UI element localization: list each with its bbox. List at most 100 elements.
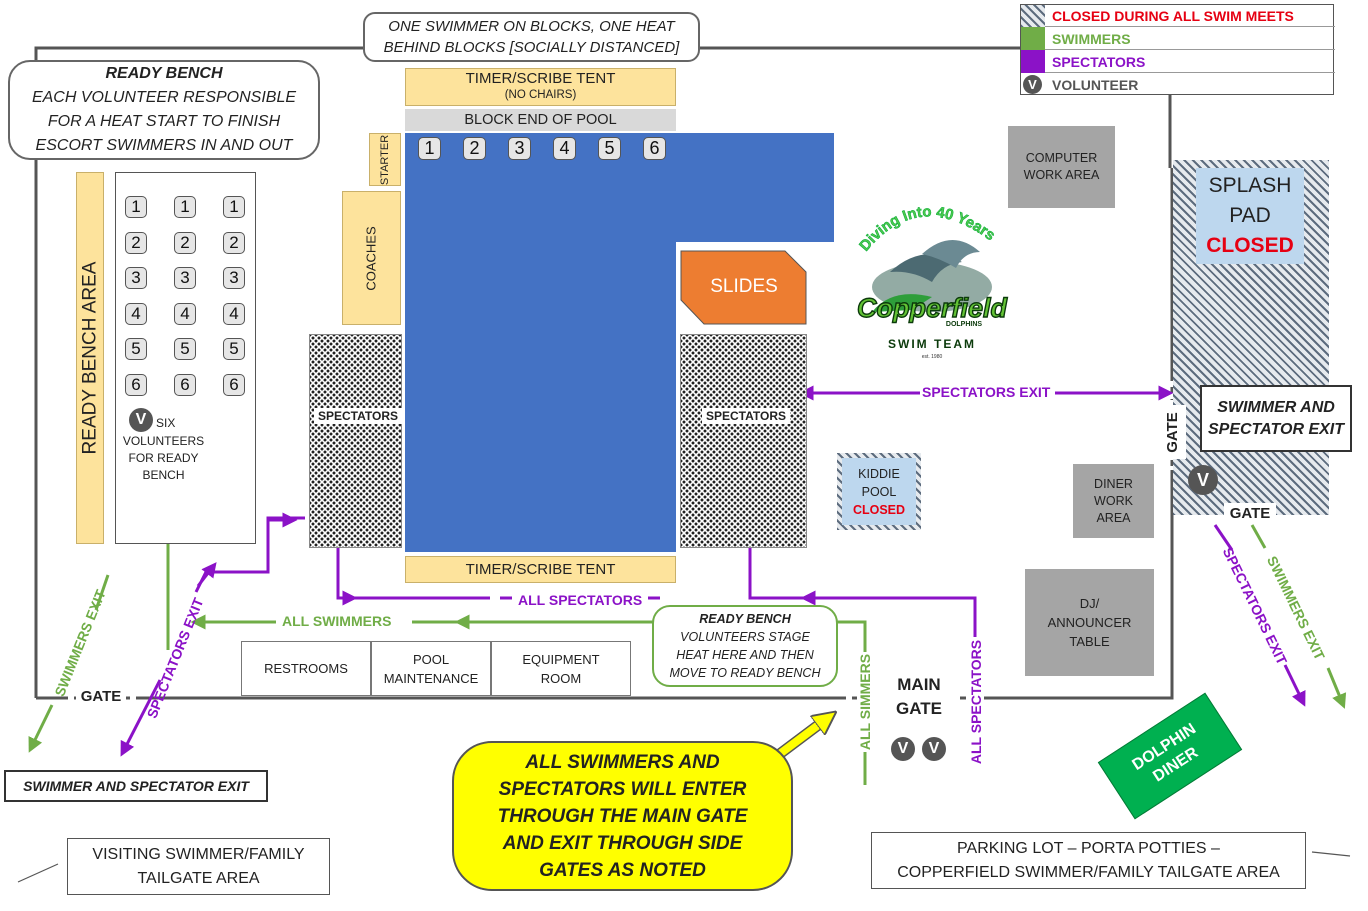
- bench-seat-1-1: 1: [125, 196, 147, 218]
- east-gate-label: GATE: [1158, 405, 1186, 459]
- legend-volunteer-label: VOLUNTEER: [1052, 77, 1139, 93]
- block-end-of-pool: BLOCK END OF POOL: [405, 109, 676, 131]
- diner-work-area: DINER WORK AREA: [1073, 464, 1154, 538]
- dj-line2: ANNOUNCER: [1047, 615, 1132, 630]
- ready-bench-area: READY BENCH AREA: [76, 172, 104, 544]
- kiddie-pool-line2: POOL: [861, 484, 897, 499]
- volunteer-note-line4: BENCH: [142, 468, 185, 482]
- lane-number-2: 2: [463, 137, 486, 160]
- kiddie-pool: KIDDIE POOL CLOSED: [842, 458, 916, 525]
- lane-number-1: 1: [418, 137, 441, 160]
- legend-spectators-label: SPECTATORS: [1052, 54, 1146, 70]
- splash-pad-closed: CLOSED: [1206, 234, 1294, 257]
- splash-pad-line1: SPLASH: [1208, 174, 1292, 197]
- ready-bench-callout: READY BENCH EACH VOLUNTEER RESPONSIBLE F…: [8, 60, 320, 160]
- volunteer-icon-main-gate-1: V: [891, 737, 915, 761]
- bench-seat-2-5: 5: [174, 338, 196, 360]
- volunteer-note: VOLUNTEERS FOR READY BENCH: [116, 433, 211, 484]
- spectators-left: [309, 334, 402, 548]
- all-spectators-vertical-label: ALL SPECTATORS: [968, 637, 984, 767]
- bench-seat-2-2: 2: [174, 231, 196, 254]
- all-spectators-label: ALL SPECTATORS: [512, 592, 649, 608]
- pool-maintenance-line2: MAINTENANCE: [383, 670, 479, 686]
- timer-tent-top: TIMER/SCRIBE TENT (NO CHAIRS): [405, 68, 676, 106]
- diner-line3: AREA: [1096, 510, 1131, 525]
- dj-announcer-table: DJ/ ANNOUNCER TABLE: [1025, 569, 1154, 676]
- stage-line1: VOLUNTEERS STAGE: [680, 630, 810, 644]
- lane-number-5: 5: [598, 137, 621, 160]
- legend-swimmers-swatch: [1021, 27, 1045, 50]
- spectators-left-label: SPECTATORS: [314, 408, 403, 424]
- volunteer-icon-main-gate-2: V: [922, 737, 946, 761]
- west-gate-label: GATE: [76, 686, 126, 706]
- stage-line3: MOVE TO READY BENCH: [669, 666, 821, 680]
- top-callout: ONE SWIMMER ON BLOCKS, ONE HEAT BEHIND B…: [363, 12, 700, 62]
- bench-seat-1-5: 5: [125, 338, 147, 360]
- swimmer-spectator-exit-left: SWIMMER AND SPECTATOR EXIT: [4, 770, 268, 802]
- splash-pad-line2: PAD: [1229, 204, 1271, 227]
- bench-seat-2-3: 3: [174, 267, 196, 289]
- main-gate-label: MAIN GATE: [880, 672, 958, 722]
- logo-arc-text: Diving Into 40 Years: [856, 203, 999, 255]
- ready-bench-callout-line1: EACH VOLUNTEER RESPONSIBLE: [31, 89, 297, 106]
- slides-label: SLIDES: [710, 276, 778, 297]
- note-line4: AND EXIT THROUGH SIDE: [502, 832, 743, 854]
- pool-maintenance: POOL MAINTENANCE: [371, 641, 491, 696]
- southeast-gate-label: GATE: [1224, 503, 1276, 523]
- restrooms: RESTROOMS: [241, 641, 371, 696]
- top-callout-line1: ONE SWIMMER ON BLOCKS, ONE HEAT: [388, 18, 675, 35]
- ready-bench-callout-line2: FOR A HEAT START TO FINISH: [47, 113, 281, 130]
- bench-seat-3-4: 4: [223, 302, 245, 325]
- kiddie-pool-line1: KIDDIE: [858, 466, 900, 481]
- note-line5: GATES AS NOTED: [539, 859, 706, 881]
- pool: [405, 133, 676, 552]
- dj-line1: DJ/: [1079, 596, 1100, 611]
- ready-bench-callout-title: READY BENCH: [105, 65, 223, 82]
- legend-volunteer-icon: V: [1023, 75, 1042, 94]
- coaches-label: COACHES: [364, 225, 380, 291]
- bench-seat-1-2: 2: [125, 231, 147, 254]
- computer-line2: WORK AREA: [1023, 168, 1100, 182]
- visiting-tailgate-area: VISITING SWIMMER/FAMILY TAILGATE AREA: [67, 838, 330, 895]
- parking-line1: PARKING LOT – PORTA POTTIES –: [957, 839, 1220, 857]
- bench-seat-3-2: 2: [223, 231, 245, 254]
- bench-seat-2-1: 1: [174, 196, 196, 218]
- logo-est: est. 1980: [922, 354, 943, 360]
- bench-seat-3-3: 3: [223, 267, 245, 289]
- main-gate-line2: GATE: [896, 699, 942, 718]
- all-swimmers-label: ALL SWIMMERS: [276, 613, 398, 629]
- ready-bench-stage-callout: READY BENCH VOLUNTEERS STAGE HEAT HERE A…: [652, 605, 838, 687]
- volunteer-note-line3: FOR READY: [128, 451, 199, 465]
- volunteer-note-line2: VOLUNTEERS: [122, 434, 205, 448]
- bench-seat-3-6: 6: [223, 373, 245, 396]
- note-line2: SPECTATORS WILL ENTER: [498, 778, 747, 800]
- lane-number-6: 6: [643, 137, 666, 160]
- pool-maintenance-line1: POOL: [412, 651, 450, 667]
- parking-lot-area: PARKING LOT – PORTA POTTIES – COPPERFIEL…: [871, 832, 1306, 889]
- exit-right-line2: SPECTATOR EXIT: [1207, 420, 1344, 438]
- timer-tent-top-title: TIMER/SCRIBE TENT: [465, 70, 616, 87]
- equipment-room: EQUIPMENT ROOM: [491, 641, 631, 696]
- parking-line2: COPPERFIELD SWIMMER/FAMILY TAILGATE AREA: [897, 863, 1280, 881]
- top-callout-line2: BEHIND BLOCKS [SOCIALLY DISTANCED]: [383, 39, 680, 56]
- equipment-line2: ROOM: [540, 670, 582, 686]
- spectators-right-label: SPECTATORS: [702, 408, 791, 424]
- starter-area: STARTER: [369, 133, 401, 186]
- swimmer-spectator-exit-right: SWIMMER AND SPECTATOR EXIT: [1200, 385, 1352, 452]
- east-gate-text: GATE: [1163, 411, 1181, 453]
- splash-pad: SPLASH PAD CLOSED: [1196, 168, 1304, 264]
- bench-seat-1-6: 6: [125, 373, 147, 396]
- slides-shape: [680, 250, 807, 325]
- entry-exit-note: ALL SWIMMERS AND SPECTATORS WILL ENTER T…: [452, 741, 793, 891]
- ready-bench-callout-line3: ESCORT SWIMMERS IN AND OUT: [35, 137, 293, 154]
- timer-tent-bottom: TIMER/SCRIBE TENT: [405, 556, 676, 583]
- legend-spectators-swatch: [1021, 50, 1045, 73]
- bench-seat-3-5: 5: [223, 338, 245, 360]
- volunteer-icon: V: [129, 408, 153, 432]
- diner-line1: DINER: [1094, 476, 1133, 491]
- volunteer-note-six: SIX: [156, 416, 176, 430]
- ready-bench-area-label: READY BENCH AREA: [79, 261, 101, 455]
- computer-line1: COMPUTER: [1025, 151, 1098, 165]
- stage-line2: HEAT HERE AND THEN: [676, 648, 814, 662]
